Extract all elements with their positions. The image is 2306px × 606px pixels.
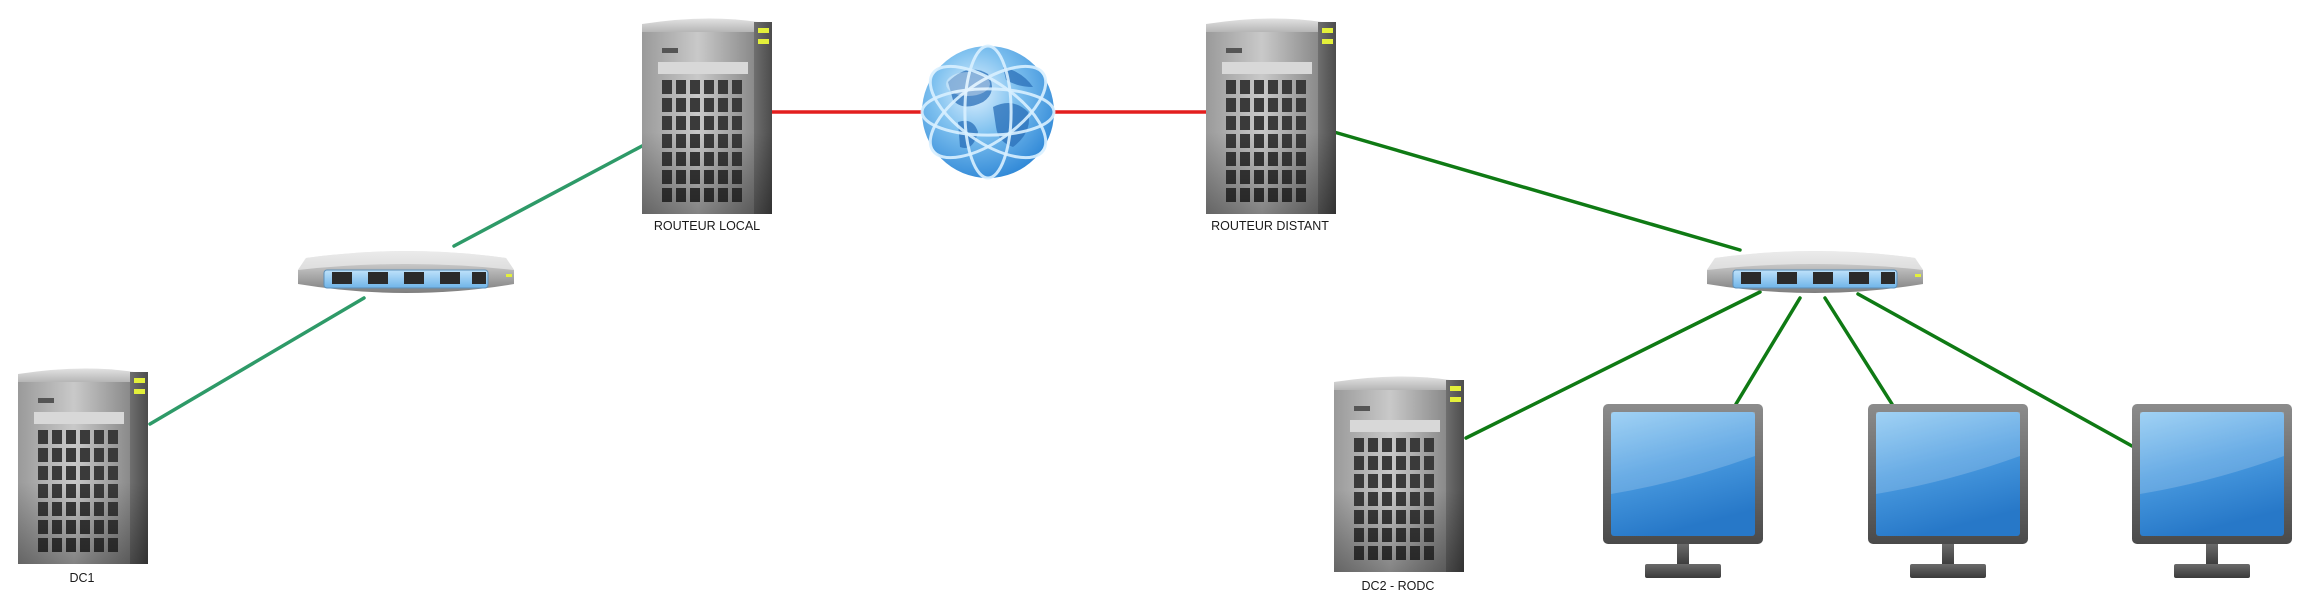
link-switch-local-router-local [452,144,644,248]
link-switch-remote-pc2 [1823,296,1894,406]
node-switch-local-switch-icon [297,250,515,294]
node-router-local-server-icon [642,18,772,214]
node-pc1-monitor-icon [1603,404,1763,578]
node-router-remote-server-icon [1206,18,1336,214]
node-internet-globe-icon [920,44,1056,180]
link-router-remote-switch-remote [1332,130,1742,252]
node-dc2-server-icon [1334,376,1464,572]
label-dc2: DC2 - RODC [1362,579,1435,593]
link-switch-remote-dc2 [1464,290,1762,440]
link-switch-remote-pc1 [1734,296,1802,406]
connections [148,110,2134,448]
link-dc1-switch-local [148,296,366,426]
nodes: DC1 ROUTEUR LOCAL ROUTEUR DISTANT DC2 - ROD… [18,18,2292,593]
label-dc1: DC1 [69,571,94,585]
label-router-local: ROUTEUR LOCAL [654,219,760,233]
label-router-remote: ROUTEUR DISTANT [1211,219,1329,233]
node-pc3-monitor-icon [2132,404,2292,578]
node-pc2-monitor-icon [1868,404,2028,578]
link-switch-remote-pc3 [1856,292,2134,448]
node-switch-remote-switch-icon [1706,250,1924,294]
node-dc1-server-icon [18,368,148,564]
